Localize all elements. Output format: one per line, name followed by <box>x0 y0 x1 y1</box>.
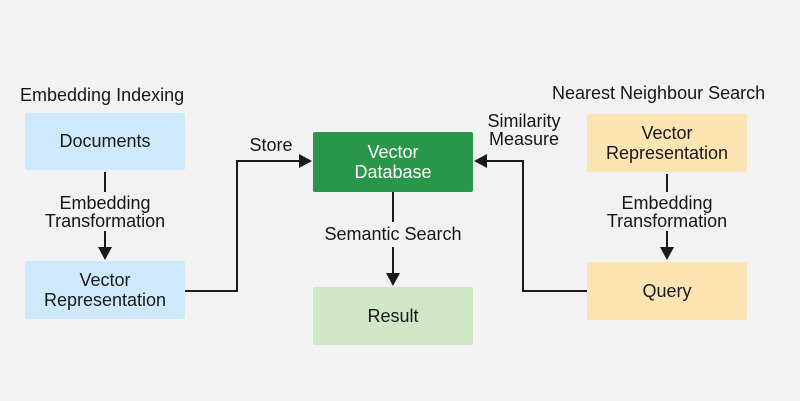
left-flow-line-bottom <box>104 231 106 247</box>
nearest-neighbour-search-heading: Nearest Neighbour Search <box>552 83 766 103</box>
semantic-search-line-top <box>392 192 394 222</box>
similarity-connector-bottom <box>522 290 587 292</box>
similarity-arrowhead-icon <box>474 154 487 168</box>
embedding-transformation-left-label: Embedding Transformation <box>44 193 166 231</box>
vector-database-node: Vector Database <box>313 132 473 192</box>
semantic-search-line-bottom <box>392 247 394 273</box>
left-flow-arrowhead-icon <box>98 247 112 260</box>
similarity-connector-top <box>487 160 524 162</box>
vector-representation-left-node: Vector Representation <box>25 261 185 319</box>
store-connector-bottom <box>185 290 237 292</box>
similarity-connector-vertical <box>522 160 524 291</box>
right-flow-line-bottom <box>666 231 668 247</box>
query-node: Query <box>587 262 747 320</box>
semantic-search-label: Semantic Search <box>324 224 462 244</box>
semantic-search-arrowhead-icon <box>386 273 400 286</box>
embedding-transformation-right-label: Embedding Transformation <box>606 193 728 231</box>
similarity-measure-label: Similarity Measure <box>487 111 561 149</box>
documents-node: Documents <box>25 113 185 170</box>
right-flow-line-top <box>666 174 668 192</box>
store-arrowhead-icon <box>299 154 312 168</box>
left-flow-line-top <box>104 172 106 192</box>
vector-representation-right-node: Vector Representation <box>587 114 747 172</box>
right-flow-arrowhead-icon <box>660 247 674 260</box>
store-connector-vertical <box>236 160 238 292</box>
embedding-indexing-heading: Embedding Indexing <box>20 85 185 105</box>
store-label: Store <box>249 135 293 155</box>
result-node: Result <box>313 287 473 345</box>
store-connector-top <box>236 160 299 162</box>
